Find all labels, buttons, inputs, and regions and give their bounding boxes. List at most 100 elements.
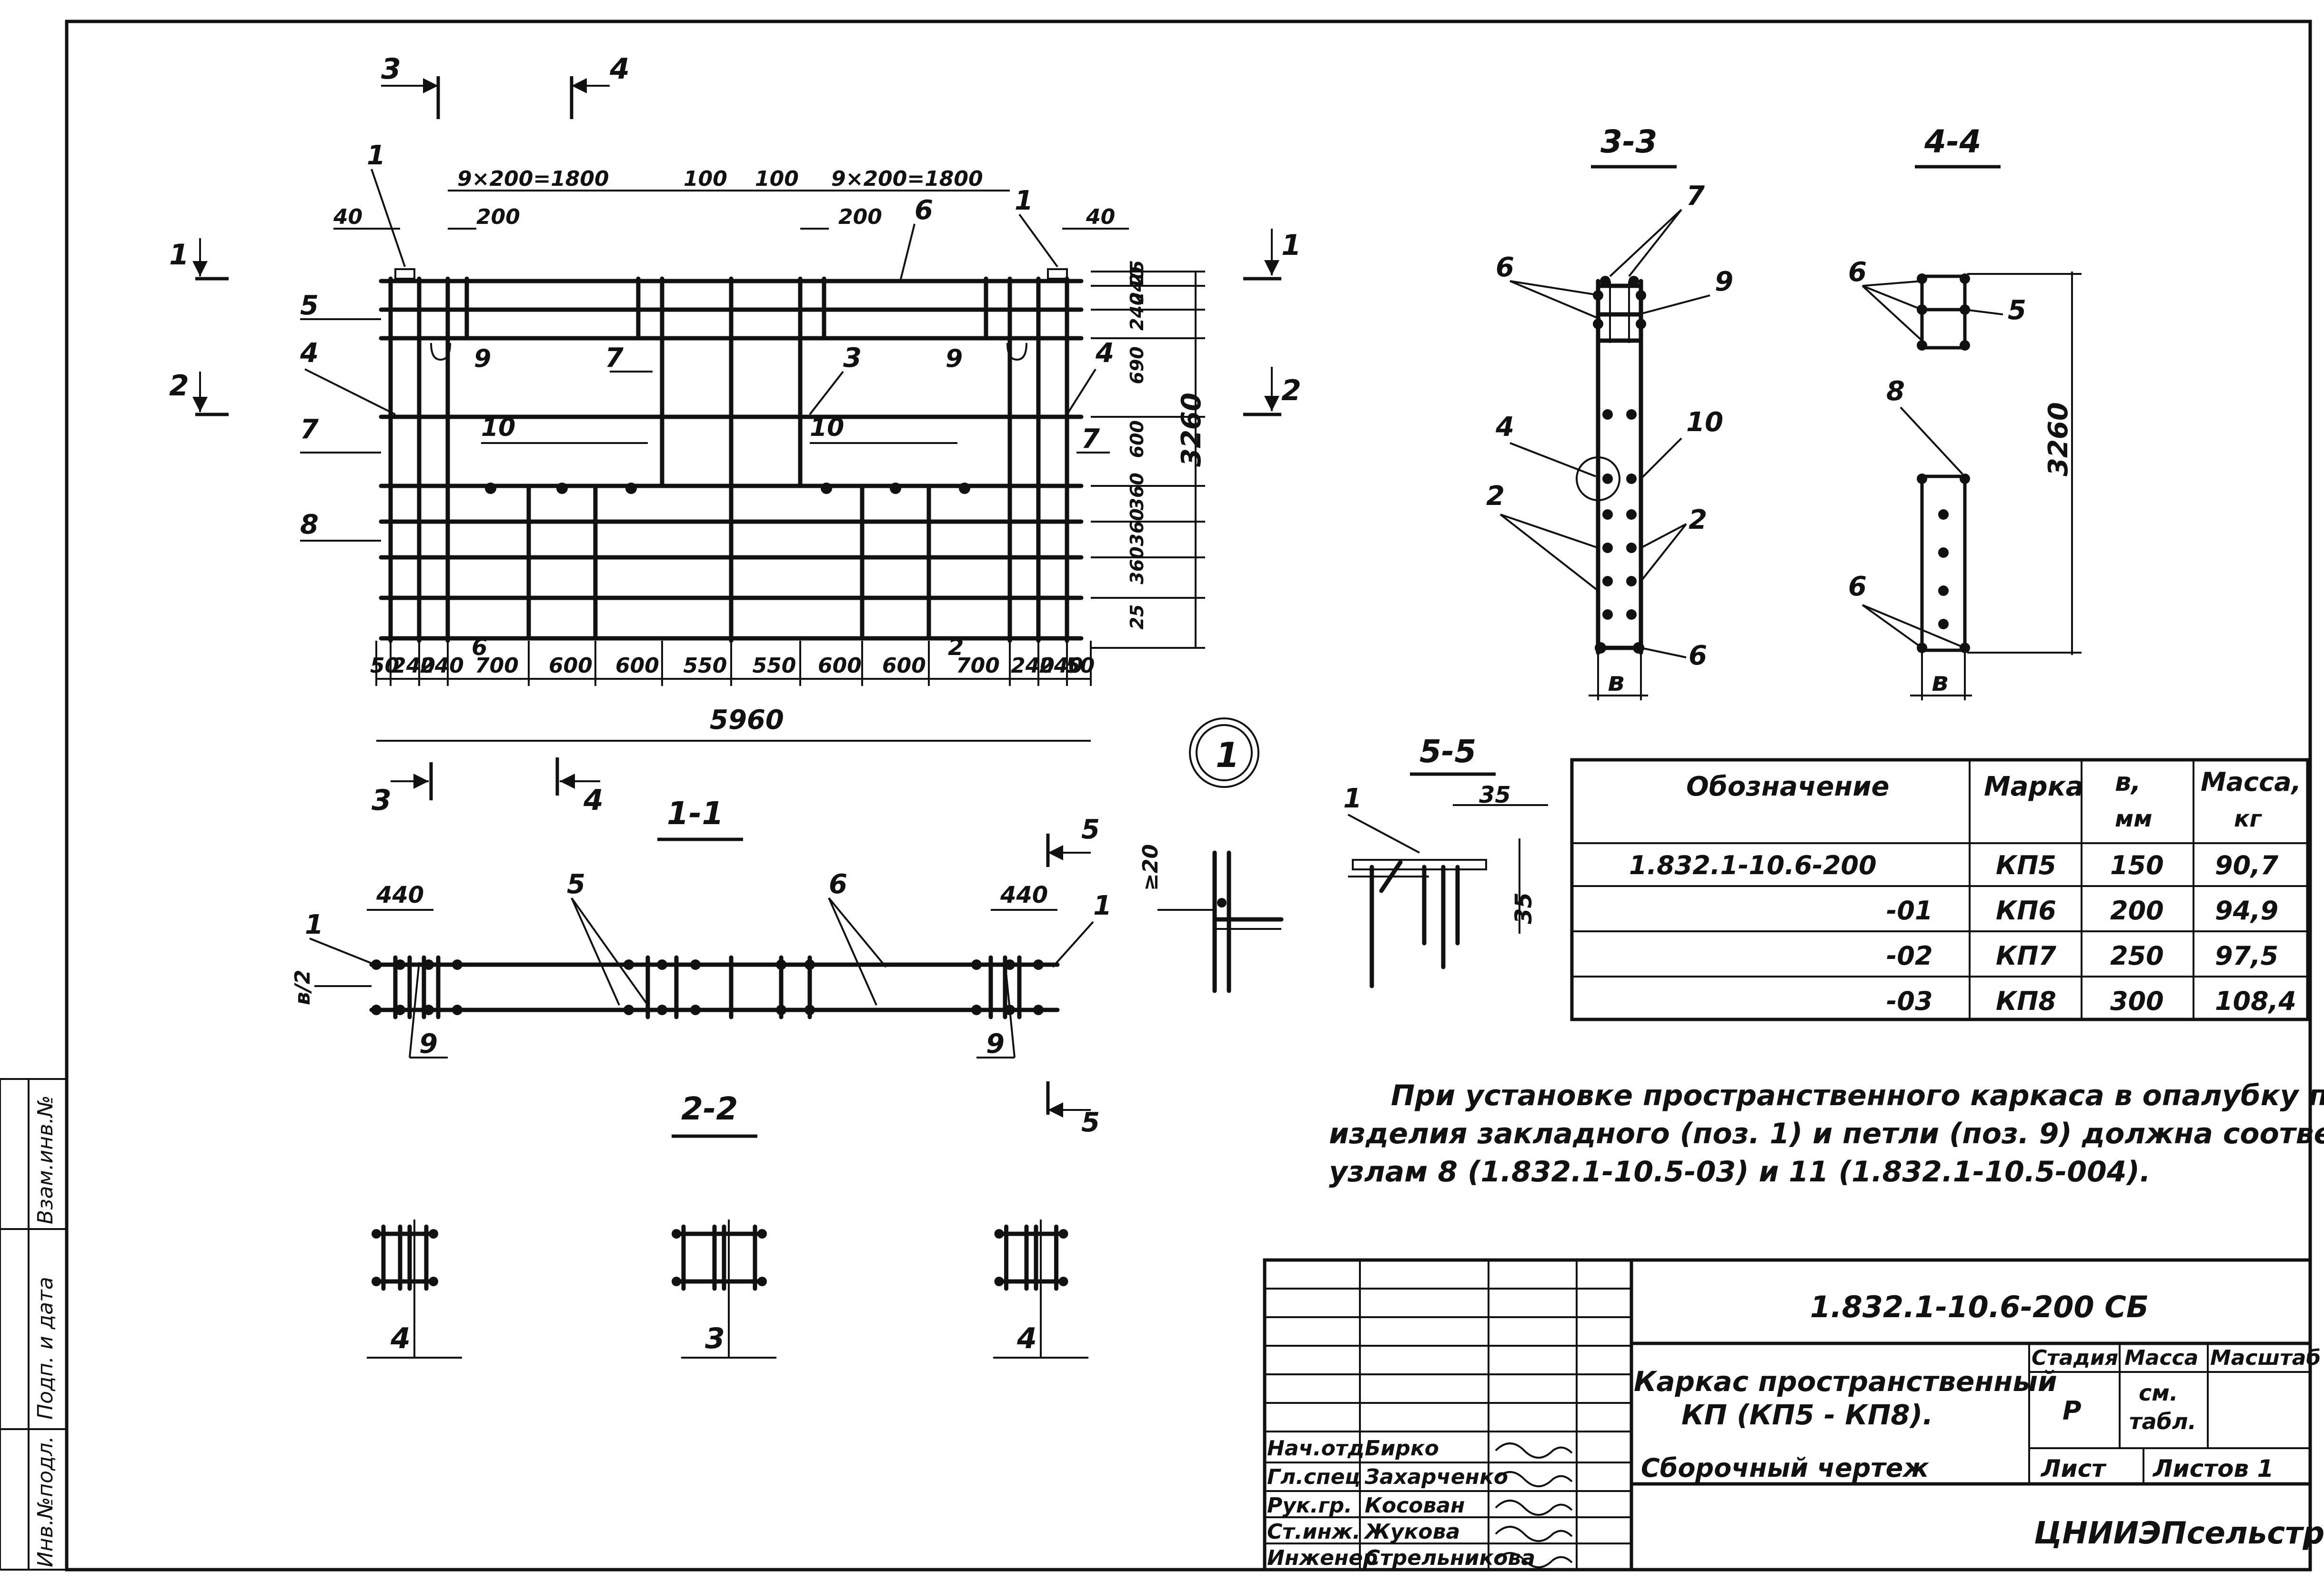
sec33-dot <box>1602 609 1613 620</box>
right-dim-label: 360 <box>1127 546 1147 584</box>
dim-200-left: 200 <box>476 205 520 229</box>
doc-code: 1.832.1-10.6-200 СБ <box>1810 1290 2149 1324</box>
sec11-dot <box>971 1005 982 1015</box>
cut-1-right: 1 <box>1243 229 1301 281</box>
overall-height: 3260 <box>1176 393 1207 467</box>
plan-vertical-bars <box>388 276 1069 643</box>
sheet-frame <box>65 20 2312 1572</box>
cell-mark: КП5 <box>1996 850 2056 880</box>
sec33-dot <box>1626 609 1637 620</box>
sec11-dot <box>690 1005 701 1015</box>
svg-text:2: 2 <box>1486 481 1505 512</box>
cell-designation: -02 <box>1886 941 1933 971</box>
cell-b: 200 <box>2110 896 2164 926</box>
svg-text:6: 6 <box>915 195 933 226</box>
right-dim-label: 600 <box>1127 420 1147 458</box>
svg-text:3260: 3260 <box>2043 402 2074 476</box>
loop-9-left <box>430 343 451 361</box>
svg-text:Масштаб: Масштаб <box>2210 1346 2321 1370</box>
sec44-dot <box>1960 340 1970 351</box>
detail-node-view: ≥20 <box>1138 844 1284 993</box>
bottom-dim-label: 240 <box>1039 654 1083 678</box>
sec22-dot <box>429 1229 438 1239</box>
sec44-dot <box>1938 585 1949 596</box>
svg-text:6: 6 <box>829 869 847 900</box>
section-4-4: 4-4 3260 в 6 5 8 6 <box>1848 123 2082 700</box>
right-dim-label: 360 <box>1127 508 1147 546</box>
svg-text:см.: см. <box>2139 1380 2178 1406</box>
note: При установке пространственного каркаса … <box>1329 1079 2324 1189</box>
stamp-role: Инженер <box>1267 1546 1378 1570</box>
sec11-dot <box>1005 959 1015 970</box>
svg-text:9: 9 <box>1715 266 1733 297</box>
svg-text:8: 8 <box>300 509 319 540</box>
th-designation: Обозначение <box>1686 771 1890 802</box>
dim-top-100a: 100 <box>684 167 727 191</box>
cell-mass: 94,9 <box>2215 896 2278 926</box>
title-5-5: 5-5 <box>1419 733 1476 770</box>
bottom-dim-label: 700 <box>475 654 519 678</box>
svg-text:5: 5 <box>1081 814 1100 845</box>
sec22-label: 3 <box>705 1322 725 1355</box>
svg-text:Масса: Масса <box>2124 1346 2198 1370</box>
plan-dots <box>485 483 970 494</box>
title-1-1: 1-1 <box>667 795 724 832</box>
svg-text:Стадия: Стадия <box>2032 1346 2118 1370</box>
right-dim-label: 25 <box>1127 260 1147 285</box>
svg-text:мм: мм <box>2115 806 2152 832</box>
sec33-dot <box>1595 642 1606 654</box>
sec22-label: 4 <box>1016 1322 1037 1355</box>
svg-text:8: 8 <box>1886 376 1905 407</box>
side-inv-label: Инв.№подл. <box>33 1436 58 1567</box>
svg-text:табл.: табл. <box>2129 1409 2196 1434</box>
bottom-dim-label: 240 <box>420 654 464 678</box>
right-dim-label: 240 <box>1127 293 1147 331</box>
sec22-dot <box>429 1277 438 1286</box>
svg-text:2: 2 <box>1281 374 1301 407</box>
svg-text:4: 4 <box>583 784 604 817</box>
cell-b: 300 <box>2110 986 2164 1016</box>
svg-text:5: 5 <box>2008 295 2026 326</box>
svg-text:9: 9 <box>419 1028 438 1059</box>
svg-text:7: 7 <box>1686 181 1705 212</box>
svg-text:изделия закладного (поз. 1) и: изделия закладного (поз. 1) и петли (поз… <box>1329 1117 2324 1150</box>
right-dim-label: 25 <box>1127 605 1147 630</box>
side-replace-label: Взам.инв.№ <box>33 1095 58 1224</box>
svg-text:1: 1 <box>1093 890 1112 921</box>
svg-text:7: 7 <box>1081 423 1100 454</box>
svg-text:При установке пространственног: При установке пространственного каркаса … <box>1391 1079 2324 1112</box>
svg-text:узлам 8 (1.832.1-10.5-03) и 11: узлам 8 (1.832.1-10.5-03) и 11 (1.832.1-… <box>1329 1155 2151 1189</box>
plan-callouts: 1 1 5 4 4 7 7 7 3 6 8 9 9 10 10 6 2 <box>300 140 1114 661</box>
svg-text:440: 440 <box>376 882 424 908</box>
dim-40-right: 40 <box>1086 205 1115 229</box>
sec33-dot <box>1600 276 1610 286</box>
sec33-dot <box>1636 319 1646 329</box>
sec33-dot <box>1602 509 1613 520</box>
sec22-label: 4 <box>390 1322 411 1355</box>
sec44-dot <box>1917 340 1927 351</box>
side-strip: Инв.№подл. Подп. и дата Взам.инв.№ <box>0 1078 68 1571</box>
org-name: ЦНИИЭПсельстрой <box>2034 1516 2324 1551</box>
sec44-dot <box>1917 474 1927 484</box>
svg-text:Листов 1: Листов 1 <box>2152 1455 2274 1482</box>
svg-text:440: 440 <box>1000 882 1048 908</box>
cut-4-top: 4 <box>570 52 630 119</box>
svg-text:2: 2 <box>948 634 964 661</box>
svg-text:1: 1 <box>305 909 323 940</box>
side-sign-label: Подп. и дата <box>33 1277 58 1420</box>
svg-text:6: 6 <box>1848 257 1867 288</box>
title-3-3: 3-3 <box>1600 123 1657 160</box>
svg-text:1: 1 <box>1343 783 1362 814</box>
sec11-dot <box>1033 1005 1044 1015</box>
dim-200-right: 200 <box>838 205 882 229</box>
cell-designation: -01 <box>1886 896 1933 926</box>
sec33-dot <box>1626 409 1637 420</box>
cell-designation: 1.832.1-10.6-200 <box>1629 850 1877 880</box>
svg-text:в: в <box>1932 666 1948 697</box>
sec44-dot <box>1938 619 1949 629</box>
sec33-dot <box>1633 642 1644 654</box>
signature <box>1495 1552 1573 1568</box>
sec11-dot <box>805 959 815 970</box>
